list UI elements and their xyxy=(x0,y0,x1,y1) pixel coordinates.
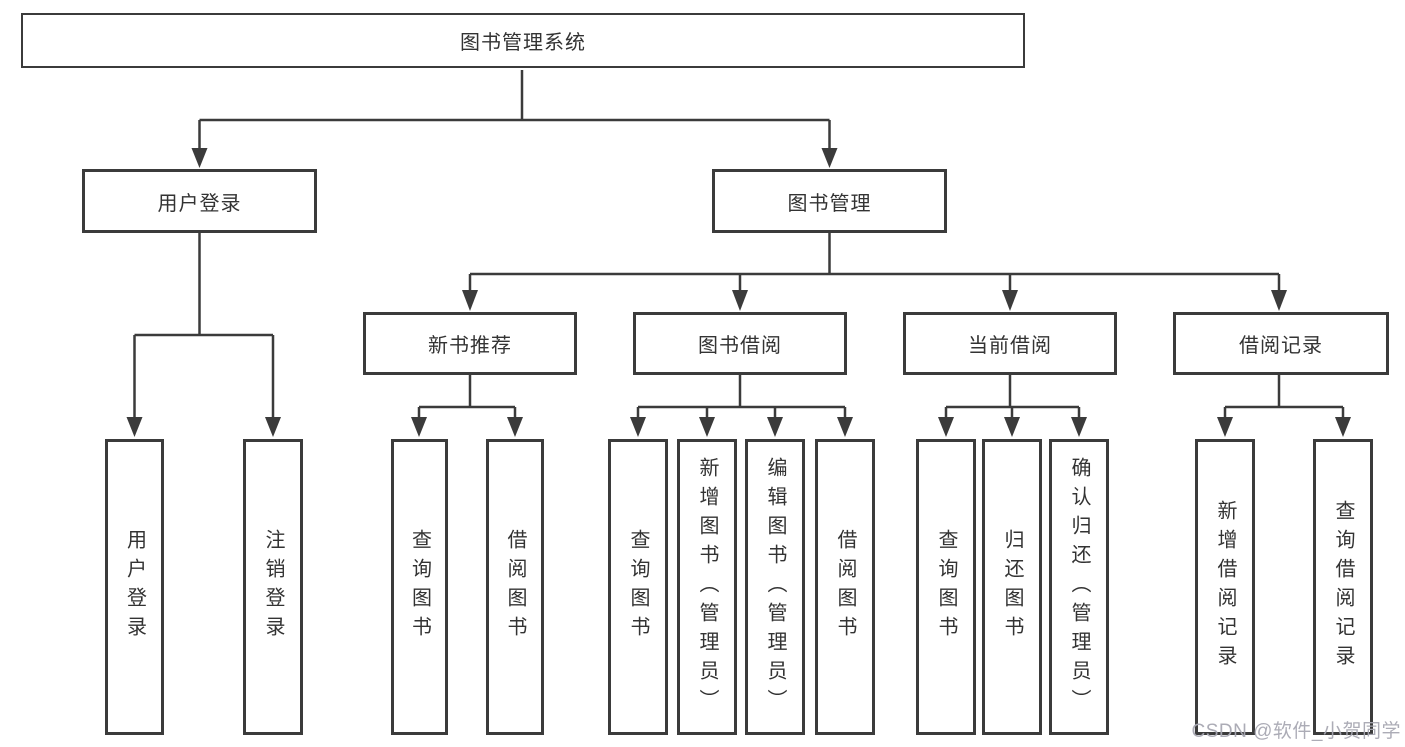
leaf-borrow-add-books-admin: 新增图书（管理员） xyxy=(677,439,737,735)
node-label: 图书管理系统 xyxy=(460,32,586,54)
leaf-label: 借阅图书 xyxy=(834,529,856,645)
connector-book-borrow-to-leaves xyxy=(630,375,853,437)
node-borrow-records: 借阅记录 xyxy=(1173,312,1389,375)
leaf-label: 归还图书 xyxy=(1001,529,1023,645)
leaf-label: 用户登录 xyxy=(123,529,146,645)
leaf-label: 借阅图书 xyxy=(504,529,526,645)
connector-root-to-level1 xyxy=(191,70,838,168)
leaf-borrow-query-books: 查询图书 xyxy=(608,439,668,735)
node-label: 图书借阅 xyxy=(698,335,782,357)
node-label: 新书推荐 xyxy=(428,335,512,357)
connector-new-book-recommend-to-leaves xyxy=(411,375,523,437)
leaf-borrow-borrow-books: 借阅图书 xyxy=(815,439,875,735)
leaf-label: 查询图书 xyxy=(935,529,957,645)
connector-user-login-to-leaves xyxy=(126,233,281,437)
leaf-records-query-borrow-record: 查询借阅记录 xyxy=(1313,439,1373,735)
leaf-current-confirm-return-admin: 确认归还（管理员） xyxy=(1049,439,1109,735)
leaf-label: 查询借阅记录 xyxy=(1332,500,1354,674)
leaf-label: 确认归还（管理员） xyxy=(1068,456,1090,718)
node-new-book-recommend: 新书推荐 xyxy=(363,312,577,375)
leaf-label: 编辑图书（管理员） xyxy=(764,456,786,718)
leaf-current-query-books: 查询图书 xyxy=(916,439,976,735)
csdn-watermark: CSDN @软件_小贺同学 xyxy=(1191,721,1401,742)
node-label: 图书管理 xyxy=(787,192,872,215)
leaf-recommend-borrow-books: 借阅图书 xyxy=(486,439,544,735)
leaf-user-login: 用户登录 xyxy=(105,439,164,735)
node-book-management: 图书管理 xyxy=(712,169,947,233)
connector-borrow-records-to-leaves xyxy=(1217,375,1351,437)
leaf-label: 查询图书 xyxy=(627,529,649,645)
node-book-borrow: 图书借阅 xyxy=(633,312,847,375)
leaf-label: 注销登录 xyxy=(262,529,284,645)
leaf-recommend-query-books: 查询图书 xyxy=(391,439,448,735)
leaf-label: 新增借阅记录 xyxy=(1214,500,1236,674)
leaf-records-add-borrow-record: 新增借阅记录 xyxy=(1195,439,1255,735)
leaf-label: 查询图书 xyxy=(408,529,431,645)
node-user-login: 用户登录 xyxy=(82,169,317,233)
node-label: 用户登录 xyxy=(157,192,242,215)
node-label: 当前借阅 xyxy=(968,335,1052,357)
node-label: 借阅记录 xyxy=(1239,335,1323,357)
leaf-current-return-books: 归还图书 xyxy=(982,439,1042,735)
node-library-management-system: 图书管理系统 xyxy=(21,13,1025,68)
leaf-logout-login: 注销登录 xyxy=(243,439,303,735)
leaf-label: 新增图书（管理员） xyxy=(696,456,718,718)
connector-current-borrow-to-leaves xyxy=(938,375,1087,437)
node-current-borrow: 当前借阅 xyxy=(903,312,1117,375)
leaf-borrow-edit-books-admin: 编辑图书（管理员） xyxy=(745,439,805,735)
connector-book-management-to-level2 xyxy=(462,233,1287,311)
